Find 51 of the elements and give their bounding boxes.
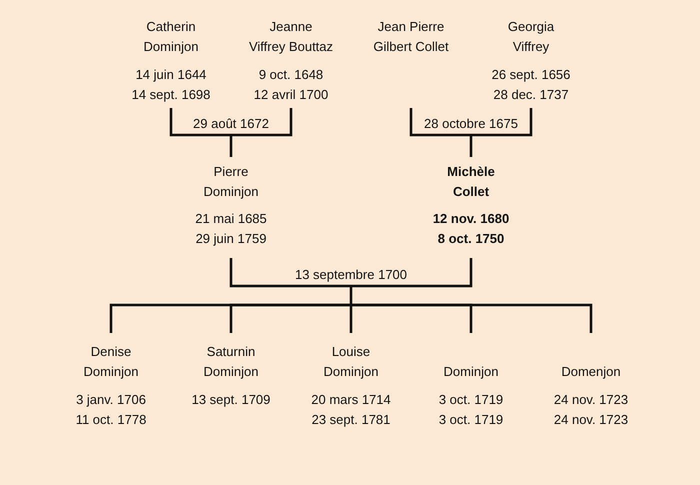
person-name: Catherin	[146, 18, 196, 36]
date-label: 20 mars 1714	[311, 391, 391, 409]
date-label: 9 oct. 1648	[258, 66, 324, 84]
person-name: Viffrey	[512, 38, 550, 56]
person-name: Denise	[90, 343, 132, 361]
person-name: Dominjon	[324, 363, 378, 381]
date-label: 28 dec. 1737	[493, 86, 569, 104]
person-name: Michèle	[447, 163, 495, 181]
date-label: 3 oct. 1719	[438, 411, 504, 429]
family-tree-line	[230, 135, 232, 157]
person-name: Dominjon	[204, 363, 258, 381]
family-tree-line	[230, 304, 351, 333]
person-name: Collet	[452, 183, 490, 201]
person-name: Louise	[332, 343, 370, 361]
person-name: Domenjon	[561, 363, 621, 381]
family-tree-line	[350, 305, 352, 333]
person-name: Jean Pierre	[378, 18, 444, 36]
date-label: 26 sept. 1656	[492, 66, 570, 84]
family-tree-line	[410, 108, 471, 136]
date-label: 12 nov. 1680	[432, 210, 510, 228]
date-label: 14 sept. 1698	[132, 86, 210, 104]
family-tree-line	[471, 108, 532, 136]
date-label: 3 oct. 1719	[438, 391, 504, 409]
person-name: Dominjon	[444, 363, 498, 381]
date-label: 14 juin 1644	[136, 66, 206, 84]
date-label: 8 oct. 1750	[438, 230, 504, 248]
family-tree-line	[351, 258, 472, 288]
date-label: 29 juin 1759	[196, 230, 266, 248]
date-label: 3 janv. 1706	[76, 391, 146, 409]
person-name: Viffrey Bouttaz	[248, 38, 334, 56]
family-tree-line	[350, 286, 352, 305]
family-tree-line	[470, 135, 472, 157]
person-name: Georgia	[508, 18, 554, 36]
family-tree-line	[231, 108, 292, 136]
person-name: Jeanne	[270, 18, 312, 36]
person-name: Dominjon	[144, 38, 198, 56]
person-name: Saturnin	[206, 343, 256, 361]
date-label: 21 mai 1685	[195, 210, 267, 228]
date-label: 11 oct. 1778	[76, 411, 146, 429]
date-label: 23 sept. 1781	[312, 411, 390, 429]
date-label: 12 avril 1700	[254, 86, 328, 104]
person-name: Dominjon	[84, 363, 138, 381]
family-tree-line	[351, 304, 592, 333]
person-name: Gilbert Collet	[373, 38, 449, 56]
family-tree-line	[230, 258, 351, 288]
date-label: 24 nov. 1723	[554, 391, 628, 409]
date-label: 24 nov. 1723	[554, 411, 628, 429]
person-name: Dominjon	[204, 183, 258, 201]
date-label: 13 sept. 1709	[192, 391, 270, 409]
person-name: Pierre	[214, 163, 248, 181]
family-tree-line	[170, 108, 231, 136]
